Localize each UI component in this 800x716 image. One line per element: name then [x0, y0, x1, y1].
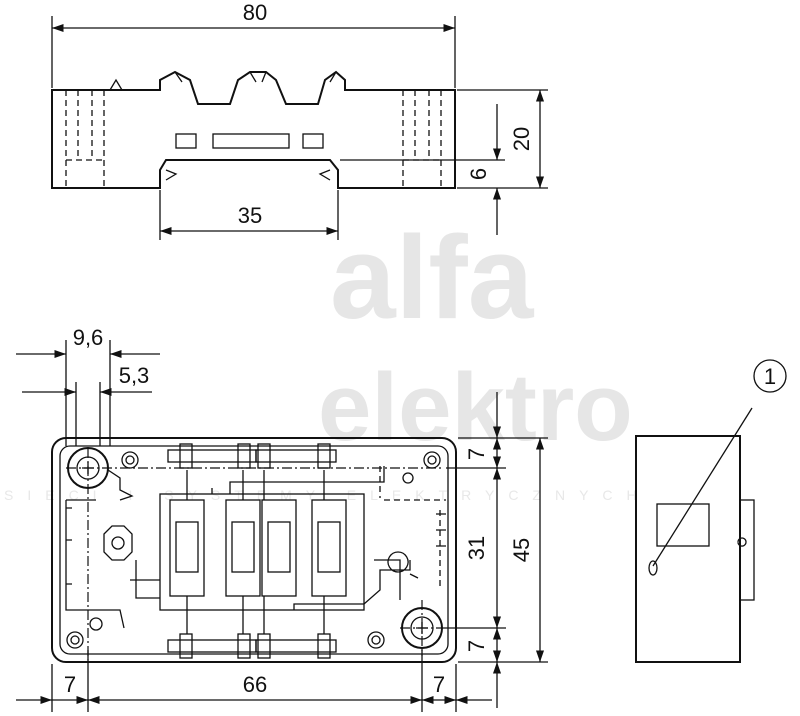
- top-slot-right: [302, 133, 324, 149]
- watermark-tagline: SIECI I SYSTEMY ELEKTRYCZNYCH: [4, 487, 651, 503]
- wiring-traces: [65, 466, 419, 629]
- dim-label-height: 20: [509, 127, 534, 151]
- side-view: 1: [635, 359, 787, 663]
- relay-blocks: [159, 470, 365, 634]
- hex-nut: [103, 525, 133, 561]
- callout-circle: [753, 359, 787, 393]
- top-view: 80 35 20 6: [51, 0, 548, 240]
- dim-label-top-margin: 7: [464, 448, 489, 460]
- dim-label-left-margin: 7: [64, 672, 76, 697]
- callout-label: 1: [764, 364, 776, 389]
- watermark-word2: elektro: [318, 354, 633, 461]
- dim-label-hole-offset: 9,6: [73, 325, 104, 350]
- top-slot-left: [175, 133, 197, 149]
- watermark: alfa elektro SIECI I SYSTEMY ELEKTRYCZNY…: [4, 212, 651, 503]
- top-slot-center: [212, 133, 290, 149]
- contact-bars-top: [167, 443, 337, 469]
- small-screws: [66, 451, 441, 649]
- dim-label-hole-spacing-v: 31: [464, 536, 489, 560]
- top-view-outline: [51, 70, 456, 189]
- dim-label-slot: 6: [466, 168, 491, 180]
- dim-label-total-height: 45: [509, 538, 534, 562]
- dim-label-width: 80: [243, 0, 267, 25]
- callout-leader: [652, 407, 753, 567]
- watermark-word1: alfa: [330, 212, 535, 344]
- dim-label-right-margin: 7: [433, 672, 445, 697]
- dim-label-hole-spacing-h: 66: [243, 672, 267, 697]
- dim-label-hole-diameter: 5,3: [119, 363, 150, 388]
- bottom-view: 9,6 5,3 7 31 7 45 7 66 7: [16, 325, 548, 712]
- side-view-outline: [635, 435, 741, 663]
- dim-label-bottom-margin: 7: [464, 640, 489, 652]
- bottom-view-outline: [51, 437, 457, 663]
- dim-label-rail: 35: [238, 203, 262, 228]
